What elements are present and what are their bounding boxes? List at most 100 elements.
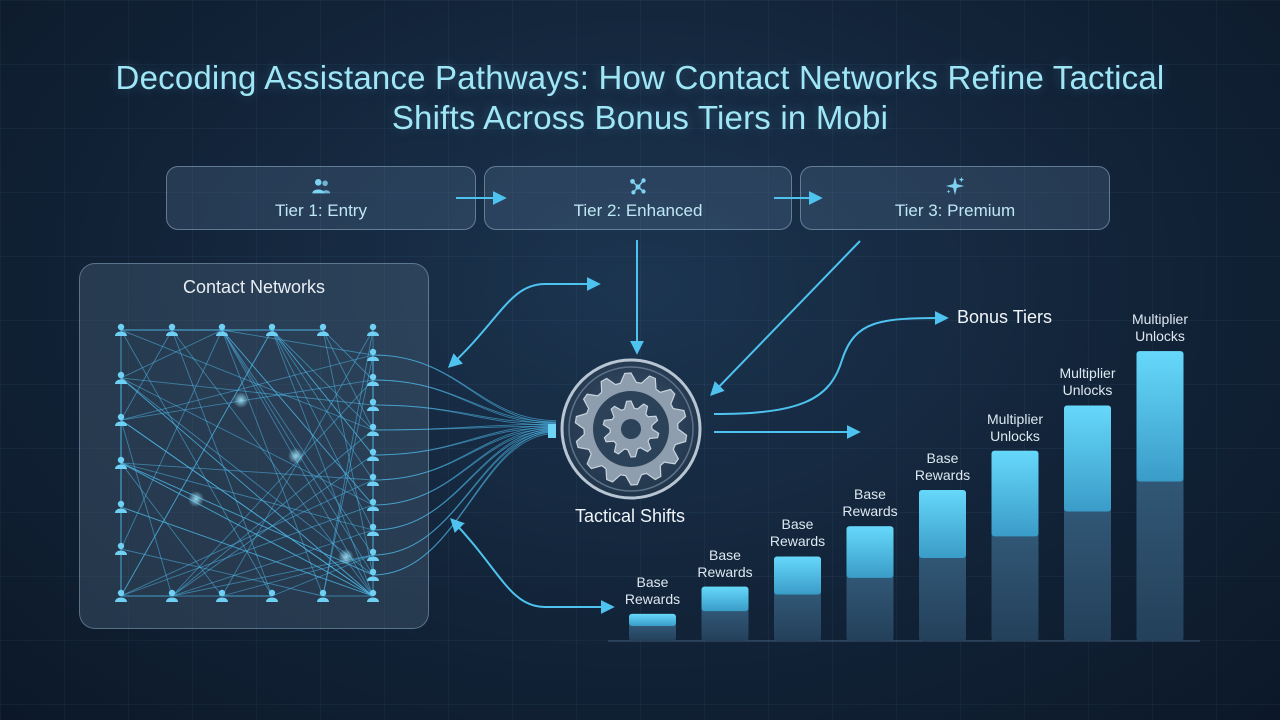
person-node-icon (115, 413, 127, 426)
bonus-bar-highlight (629, 613, 676, 627)
network-link (171, 329, 273, 597)
tier-2-label: Tier 2: Enhanced (573, 201, 703, 220)
person-node-icon (115, 589, 127, 602)
network-link (120, 462, 374, 597)
person-node-icon (115, 323, 127, 336)
feedback-top-arrow (447, 277, 601, 368)
network-link (120, 329, 173, 421)
bar-label-line-1: Multiplier (1059, 365, 1116, 382)
person-node-icon (367, 589, 379, 602)
bar-label-line-1: Base (781, 516, 814, 533)
bar-label-line-2: Rewards (697, 563, 753, 580)
person-node-icon (367, 448, 379, 461)
network-glow (288, 448, 304, 464)
network-link (322, 329, 374, 576)
network-link (322, 329, 374, 597)
network-fan-link (372, 429, 557, 556)
network-nodes (115, 323, 379, 602)
network-link (271, 329, 374, 597)
network-link (322, 329, 374, 381)
network-fan-endpoint (548, 424, 556, 438)
bar-label-line-1: Multiplier (986, 410, 1043, 427)
network-link (171, 429, 374, 597)
bar-label-line-2: Rewards (914, 467, 971, 483)
network-link (120, 377, 374, 597)
network-fan-link (372, 426, 557, 481)
title-line-1: Decoding Assistance Pathways: How Contac… (115, 59, 1165, 96)
network-link (120, 329, 374, 431)
person-node-icon (367, 473, 379, 486)
network-fan-link (372, 431, 557, 556)
bonus-bar-highlight (919, 490, 966, 558)
network-link (120, 479, 374, 597)
network-fan-link (372, 427, 557, 506)
network-link (221, 329, 374, 356)
network-link (120, 419, 173, 597)
network-glow (233, 392, 249, 408)
bonus-bar-highlight (701, 586, 749, 612)
person-node-icon (317, 589, 329, 602)
bonus-bar-highlight (1064, 405, 1111, 512)
bar-label-line-2: Unlocks (990, 427, 1040, 444)
sparkle-icon (945, 176, 965, 196)
tactical-shifts-label: Tactical Shifts (574, 506, 686, 526)
person-node-icon (216, 323, 228, 336)
bonus-bar-highlight (1136, 351, 1184, 482)
person-node-icon (115, 500, 127, 513)
network-link (120, 462, 374, 481)
network-link (171, 529, 374, 597)
bar-label-line-2: Unlocks (1135, 328, 1185, 345)
person-node-icon (115, 542, 127, 555)
network-link (322, 354, 374, 597)
bar-label-line-1: Base (926, 450, 959, 466)
bonus-bar-highlight (774, 556, 821, 595)
network-glow (188, 491, 204, 507)
network-link (120, 419, 374, 597)
network-link (322, 329, 374, 431)
network-link (271, 329, 374, 531)
bonus-bar-highlight (991, 450, 1039, 537)
network-link (120, 377, 374, 506)
person-node-icon (367, 398, 379, 411)
person-node-icon (367, 568, 379, 581)
person-node-icon (266, 589, 278, 602)
tier-2-box[interactable]: Tier 2: Enhanced (484, 166, 792, 230)
network-nodes-icon (630, 178, 646, 195)
person-node-icon (367, 323, 379, 336)
person-node-icon (166, 589, 178, 602)
network-link (120, 462, 223, 597)
network-link (171, 554, 374, 597)
network-link (271, 329, 374, 431)
tier-3-box[interactable]: Tier 3: Premium (800, 166, 1110, 230)
bar-label-line-1: Base (709, 546, 741, 563)
bar-label-line-1: Multiplier (1131, 311, 1188, 328)
person-node-icon (367, 523, 379, 536)
bonus-bar-highlight (846, 526, 894, 578)
gear-to-bonus-arrow (713, 311, 949, 415)
network-fan-link (372, 430, 557, 531)
tier-1-label: Tier 1: Entry (275, 201, 367, 220)
network-fan-link (372, 430, 557, 576)
bar-label-line-1: Base (636, 573, 669, 590)
person-node-icon (367, 423, 379, 436)
person-node-icon (115, 456, 127, 469)
network-link (171, 379, 374, 597)
network-link (120, 354, 374, 421)
network-link (120, 504, 374, 597)
title-line-2: Shifts Across Bonus Tiers in Mobi (391, 99, 889, 136)
person-node-icon (166, 323, 178, 336)
users-icon (312, 179, 331, 194)
person-node-icon (367, 548, 379, 561)
network-glow (338, 549, 354, 565)
person-node-icon (367, 348, 379, 361)
bar-label-line-2: Unlocks (1062, 382, 1113, 399)
bar-label-line-1: Base (854, 486, 886, 503)
network-link (120, 377, 374, 576)
network-link (120, 377, 374, 406)
